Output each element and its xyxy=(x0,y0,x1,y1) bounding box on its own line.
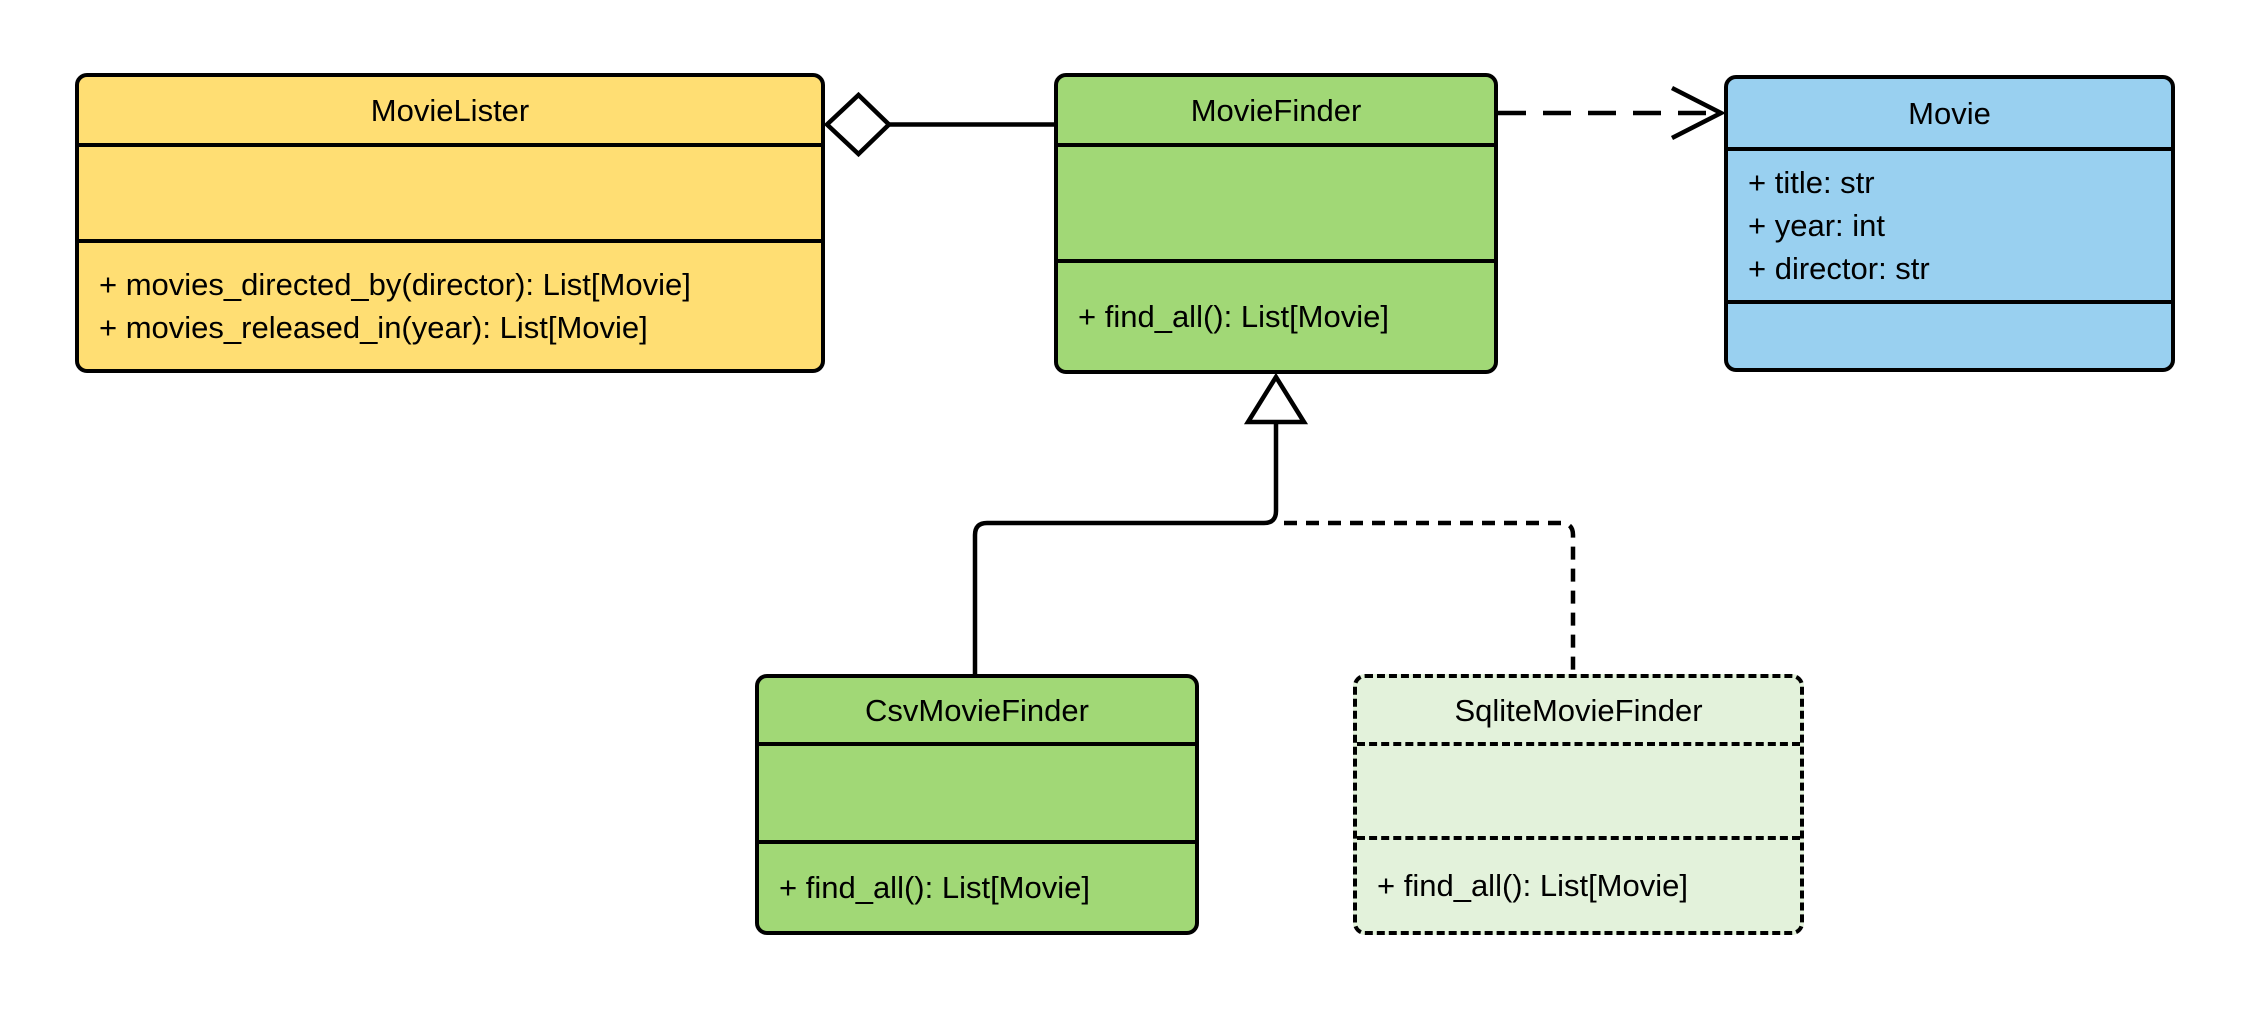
methods-compartment xyxy=(1728,300,2171,368)
dependency-connector xyxy=(1498,85,1726,141)
method-row: + movies_directed_by(director): List[Mov… xyxy=(99,267,691,302)
attributes-compartment xyxy=(1357,742,1800,836)
class-title: MovieLister xyxy=(370,92,530,128)
method-row: + movies_released_in(year): List[Movie] xyxy=(99,310,648,345)
attributes-compartment xyxy=(759,742,1195,840)
method-row: + find_all(): List[Movie] xyxy=(1377,868,1688,903)
class-box-movie: Movie + title: str + year: int + directo… xyxy=(1724,75,2175,372)
class-title: SqliteMovieFinder xyxy=(1454,692,1703,728)
attributes-compartment xyxy=(79,143,821,239)
class-title: CsvMovieFinder xyxy=(865,692,1089,728)
dependency-arrowhead-icon xyxy=(1670,85,1726,141)
method-row: + find_all(): List[Movie] xyxy=(779,870,1090,905)
attributes-compartment: + title: str + year: int + director: str xyxy=(1728,147,2171,300)
methods-compartment: + find_all(): List[Movie] xyxy=(1058,259,1494,370)
attribute-row: + year: int xyxy=(1748,208,1885,243)
aggregation-diamond-icon xyxy=(823,91,893,158)
aggregation-connector xyxy=(823,91,1054,158)
method-row: + find_all(): List[Movie] xyxy=(1078,299,1389,334)
attribute-row: + director: str xyxy=(1748,251,1930,286)
generalization-connector-csv xyxy=(972,422,1279,674)
methods-compartment: + find_all(): List[Movie] xyxy=(1357,836,1800,931)
class-box-csv-movie-finder: CsvMovieFinder + find_all(): List[Movie] xyxy=(755,674,1199,935)
generalization-connector-sqlite xyxy=(1284,520,1576,674)
attribute-row: + title: str xyxy=(1748,165,1875,200)
class-box-sqlite-movie-finder: SqliteMovieFinder + find_all(): List[Mov… xyxy=(1353,674,1804,935)
class-box-movie-lister: MovieLister + movies_directed_by(directo… xyxy=(75,73,825,373)
class-title: MovieFinder xyxy=(1190,92,1362,128)
attributes-compartment xyxy=(1058,143,1494,259)
methods-compartment: + movies_directed_by(director): List[Mov… xyxy=(79,239,821,369)
generalization-triangle-icon xyxy=(1243,372,1309,425)
class-box-movie-finder: MovieFinder + find_all(): List[Movie] xyxy=(1054,73,1498,374)
methods-compartment: + find_all(): List[Movie] xyxy=(759,840,1195,931)
class-title: Movie xyxy=(1908,95,1991,131)
